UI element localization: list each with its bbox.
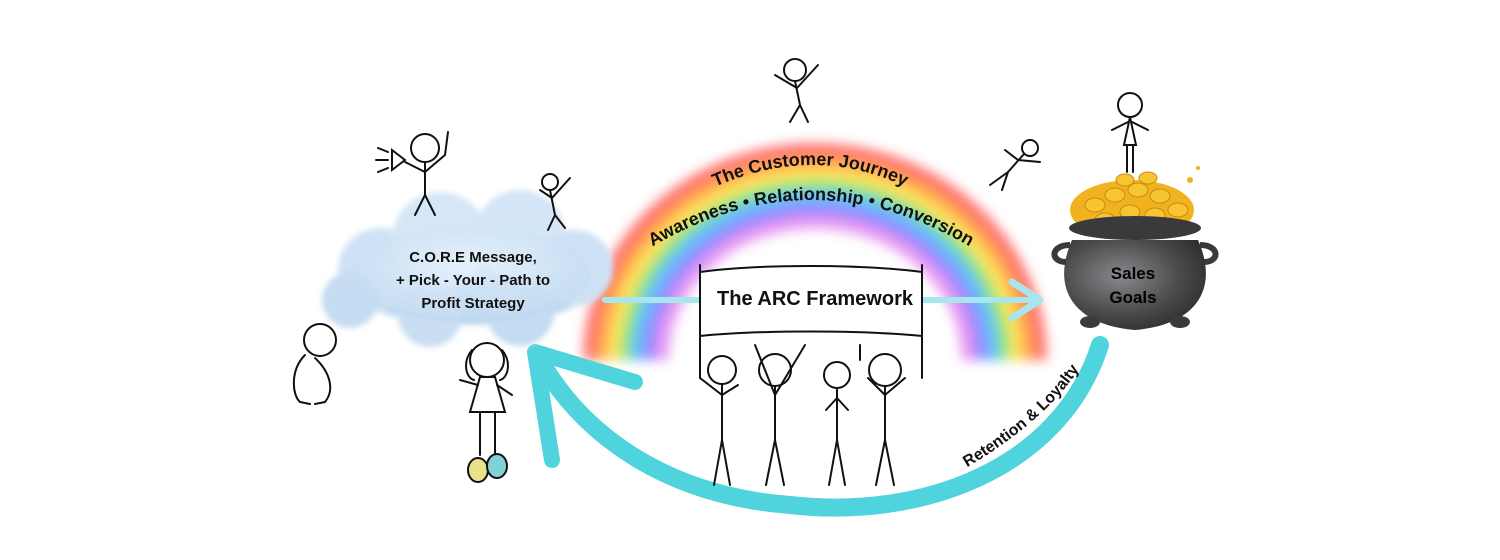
rainbow-band — [655, 215, 975, 361]
megaphone-icon — [391, 147, 407, 173]
cloud-message-text: C.O.R.E Message, + Pick - Your - Path to… — [368, 246, 578, 315]
retention-arrow — [527, 336, 1109, 517]
cloud-line: Profit Strategy — [421, 295, 525, 312]
cloud-line: C.O.R.E Message, — [409, 249, 537, 266]
rainbow-band — [583, 143, 1047, 361]
rainbow-band — [595, 155, 1035, 361]
stick-figures — [292, 58, 1149, 486]
pot-label: Sales Goals — [1088, 262, 1178, 310]
pot-line: Goals — [1109, 288, 1157, 307]
banner-label: The ARC Framework — [717, 288, 913, 310]
banner-icon — [699, 264, 923, 379]
pot-line: Sales — [1110, 264, 1156, 283]
rainbow-band — [643, 203, 987, 361]
rainbow-arc — [583, 143, 1047, 361]
rainbow-band — [631, 191, 999, 361]
pot-of-gold-icon — [1051, 166, 1219, 330]
rainbow-band — [607, 167, 1023, 361]
cloud-icon — [322, 190, 613, 347]
rainbow-band — [619, 179, 1011, 361]
cloud-line: + Pick - Your - Path to — [395, 272, 551, 289]
stick-figure-icon — [375, 131, 449, 216]
